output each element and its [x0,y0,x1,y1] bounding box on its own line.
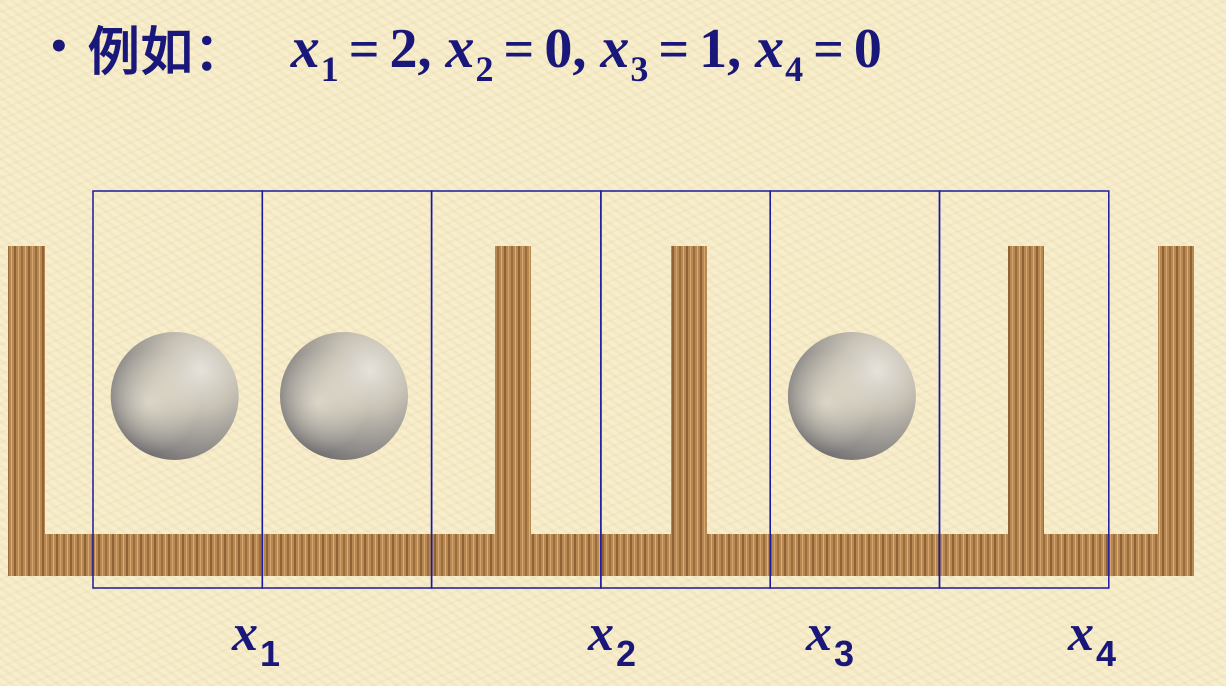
equation-variable: x [600,14,630,80]
label-subscript: 3 [834,633,855,674]
label-variable: x [232,605,258,662]
ball [110,332,239,460]
wooden-divider [8,246,45,546]
lead-text: 例如： [87,22,247,83]
label-variable: x [806,605,832,662]
equation-variable: x [755,14,785,80]
label-subscript: 4 [1096,633,1117,674]
label-subscript: 2 [616,633,637,674]
separator-comma: , [572,17,587,80]
label-variable: x [588,605,614,662]
wooden-divider [671,246,707,546]
equation-value: 0 [544,17,573,80]
label-x3: x3 [806,604,854,674]
label-x2: x2 [588,604,636,674]
ball [280,332,408,460]
wooden-divider [1158,246,1194,546]
wooden-divider [495,246,531,546]
equation-variable: x [445,14,475,80]
equals-sign: = [658,18,690,79]
equals-sign: = [813,18,844,79]
equals-sign: = [503,18,535,79]
equation-subscript: 3 [630,48,649,89]
balls [110,332,916,460]
equation-subscript: 1 [320,48,339,89]
equation-value: 1 [699,17,728,80]
slot-outlines [92,190,1110,589]
label-subscript: 1 [260,633,281,674]
equation-variable: x [290,14,320,80]
label-x4: x4 [1068,604,1116,674]
slot-outline [938,190,1110,589]
equation-subscript: 2 [475,48,494,89]
equation-value: 2 [389,17,418,80]
label-x1: x1 [232,604,280,674]
wooden-divider [1008,246,1044,546]
equals-sign: = [348,18,380,79]
bullet-point: • [48,27,70,67]
equation-value: 0 [853,17,882,80]
equation-subscript: 4 [785,48,804,89]
label-variable: x [1068,605,1094,662]
separator-comma: , [417,17,432,80]
separator-comma: , [727,17,742,80]
ball [787,332,916,460]
